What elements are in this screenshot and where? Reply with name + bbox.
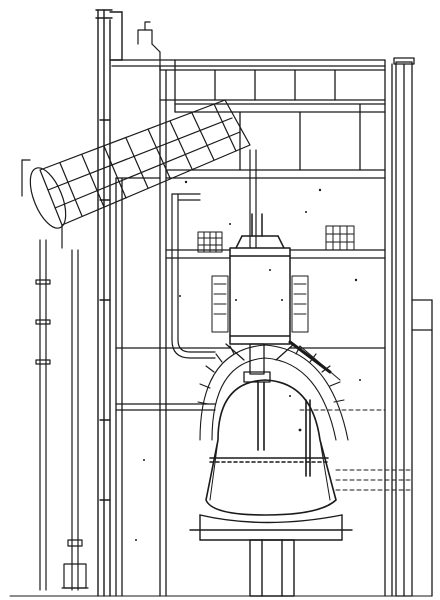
top-vent-pipe xyxy=(137,21,161,71)
boiler xyxy=(205,379,337,516)
right-chimney xyxy=(393,57,433,597)
cylinder-side-frames xyxy=(211,275,309,333)
boiler-neck xyxy=(225,343,295,383)
left-down-pipe xyxy=(35,239,89,591)
brick-arch xyxy=(197,340,349,441)
engine-cylinder xyxy=(229,213,291,345)
inclined-cylinder xyxy=(21,99,251,249)
steam-pipe xyxy=(171,149,257,359)
furnace-base xyxy=(189,514,353,597)
upper-right-window xyxy=(325,225,355,251)
upper-left-window xyxy=(197,231,223,253)
engraving-speckles xyxy=(135,180,361,541)
left-chimney xyxy=(95,9,123,597)
flue-dashed-lines xyxy=(299,409,413,541)
building-frame xyxy=(111,59,393,597)
